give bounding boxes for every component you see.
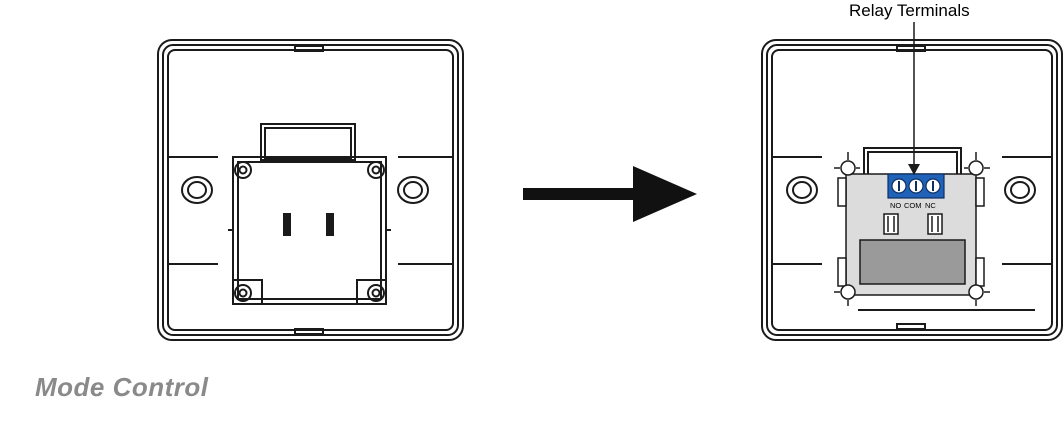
terminal-label-com: COM <box>904 201 922 210</box>
relay-window <box>859 239 966 285</box>
terminal-label-nc: NC <box>925 201 936 210</box>
backplate-closed <box>157 39 464 341</box>
arrow-icon <box>523 166 697 222</box>
callout-relay-terminals: Relay Terminals <box>849 1 970 20</box>
corner-screws <box>234 161 385 302</box>
module-cover <box>232 156 387 305</box>
mount-slot-right <box>397 176 429 204</box>
backplate-open <box>761 39 1063 341</box>
contact-pin <box>326 213 334 236</box>
callout-arrowhead <box>908 164 920 175</box>
board-posts <box>837 160 985 300</box>
section-heading: Mode Control <box>35 372 209 402</box>
contact-pin <box>283 213 291 236</box>
terminal-label-no: NO <box>890 201 901 210</box>
terminal-block <box>887 173 945 199</box>
mount-slot-left <box>181 176 213 204</box>
